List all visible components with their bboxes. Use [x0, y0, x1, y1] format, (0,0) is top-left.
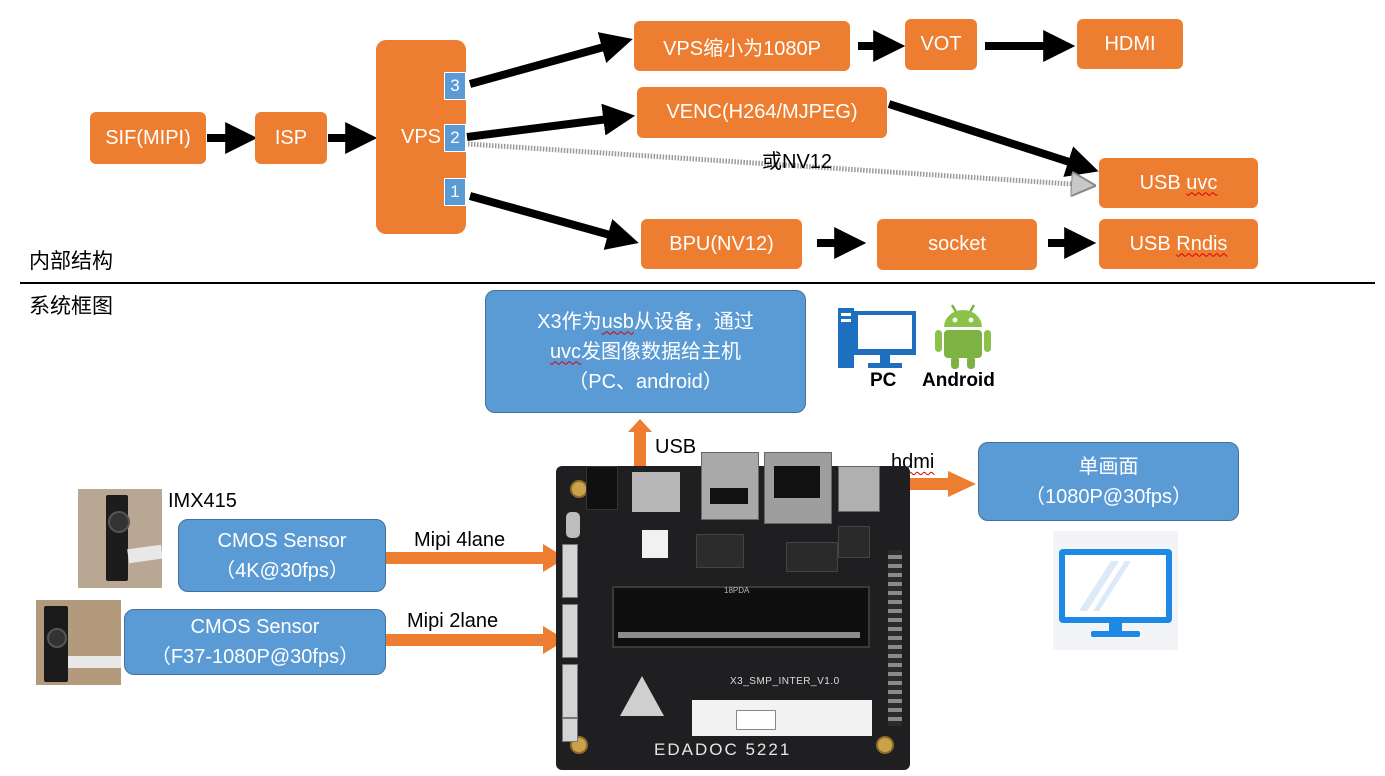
socket-box: socket	[877, 219, 1037, 270]
board-slot-label: 18PDA	[724, 586, 750, 595]
vps-port-3: 3	[444, 72, 466, 100]
isp-box: ISP	[255, 112, 327, 164]
arrow-hdmi-right	[873, 471, 976, 497]
display-line2: （1080P@30fps）	[1024, 485, 1193, 508]
mipi-connector	[562, 718, 578, 742]
cmos-sensor-f37-line1: CMOS Sensor	[190, 616, 320, 638]
cmos-sensor-4k-line1: CMOS Sensor	[217, 529, 347, 552]
usb-host-line2: uvc发图像数据给主机	[549, 340, 742, 363]
arrow-mipi2	[384, 626, 566, 654]
arrow-venc-usbuvc	[887, 100, 1099, 177]
usb-arrow-label: USB	[655, 436, 697, 458]
hdmi-box: HDMI	[1077, 19, 1183, 69]
hdmi-port	[838, 466, 880, 512]
usb-host-line1: X3作为usb从设备，通过	[537, 310, 754, 333]
cmos-sensor-4k-box: CMOS Sensor （4K@30fps）	[178, 519, 386, 592]
cmos-sensor-f37-box: CMOS Sensor （F37-1080P@30fps）	[124, 609, 386, 675]
arrow-port3-vpsscale	[468, 32, 633, 88]
sif-mipi-box: SIF(MIPI)	[90, 112, 206, 164]
arrow-port2-venc	[466, 103, 636, 141]
vps-port-1: 1	[444, 178, 466, 206]
power-jack	[586, 466, 618, 510]
cmos-sensor-4k-line2: （4K@30fps）	[215, 559, 349, 582]
usb-host-line3: （PC、android）	[568, 370, 723, 393]
venc-box: VENC(H264/MJPEG)	[637, 87, 887, 138]
gpio-header	[888, 550, 902, 726]
vot-box: VOT	[905, 19, 977, 70]
display-box: 单画面 （1080P@30fps）	[978, 442, 1239, 521]
usb-rndis-prefix: USB	[1129, 232, 1177, 255]
mipi-4lane-label: Mipi 4lane	[414, 529, 506, 551]
usb-uvc-suffix: uvc	[1186, 171, 1218, 194]
usb-c-port	[566, 512, 580, 538]
board-model-label: X3_SMP_INTER_V1.0	[730, 676, 840, 687]
arrow-mipi4	[384, 544, 566, 572]
usb-uvc-prefix: USB	[1139, 171, 1187, 194]
chip	[838, 526, 870, 558]
monitor-icon	[1053, 531, 1178, 650]
vps-label: VPS	[401, 125, 442, 148]
chip	[696, 534, 744, 568]
usb-host-box: X3作为usb从设备，通过 uvc发图像数据给主机 （PC、android）	[485, 290, 806, 413]
mipi-connector	[562, 664, 578, 718]
mipi-2lane-label: Mipi 2lane	[407, 610, 499, 632]
fan-connector	[642, 530, 668, 558]
arrow-port2-usbuvc-nv12	[467, 141, 1086, 185]
sodimm-slot	[612, 586, 870, 648]
mount-hole	[876, 736, 894, 754]
usb-uvc-box: USB uvc	[1099, 158, 1258, 208]
mipi-connector	[562, 604, 578, 658]
triangle-logo	[620, 676, 664, 716]
or-nv12-label: 或NV12	[762, 151, 833, 173]
section-label-internal: 内部结构	[29, 250, 113, 273]
usb-rndis-box: USB Rndis	[1099, 219, 1258, 269]
vps-port-2: 2	[444, 124, 466, 152]
vps-scale-box: VPS缩小为1080P	[634, 21, 850, 71]
chip	[786, 542, 838, 572]
usb-port	[701, 452, 759, 520]
display-line1: 单画面	[1078, 455, 1139, 478]
section-label-system: 系统框图	[29, 295, 113, 318]
sensor-photo-imx415	[78, 489, 162, 588]
sensor-name-imx415: IMX415	[168, 490, 237, 512]
board-vendor-label: EDADOC 5221	[654, 740, 792, 759]
mipi-connector	[562, 544, 578, 598]
usb-port	[632, 472, 680, 512]
x3-dev-board: 18PDA X3_SMP_INTER_V1.0 EDADOC 5221	[556, 452, 910, 770]
arrow-port1-bpu	[468, 192, 639, 250]
bpu-box: BPU(NV12)	[641, 219, 802, 269]
pc-label: PC	[870, 370, 897, 391]
board-label-plate	[692, 700, 872, 736]
android-label: Android	[922, 370, 995, 391]
arrow-usb-up	[628, 419, 652, 474]
cmos-sensor-f37-line2: （F37-1080P@30fps）	[150, 646, 360, 668]
pc-icon	[838, 308, 916, 368]
usb-rndis-suffix: Rndis	[1176, 232, 1228, 255]
sensor-photo-f37	[36, 600, 121, 685]
android-icon	[935, 304, 991, 369]
